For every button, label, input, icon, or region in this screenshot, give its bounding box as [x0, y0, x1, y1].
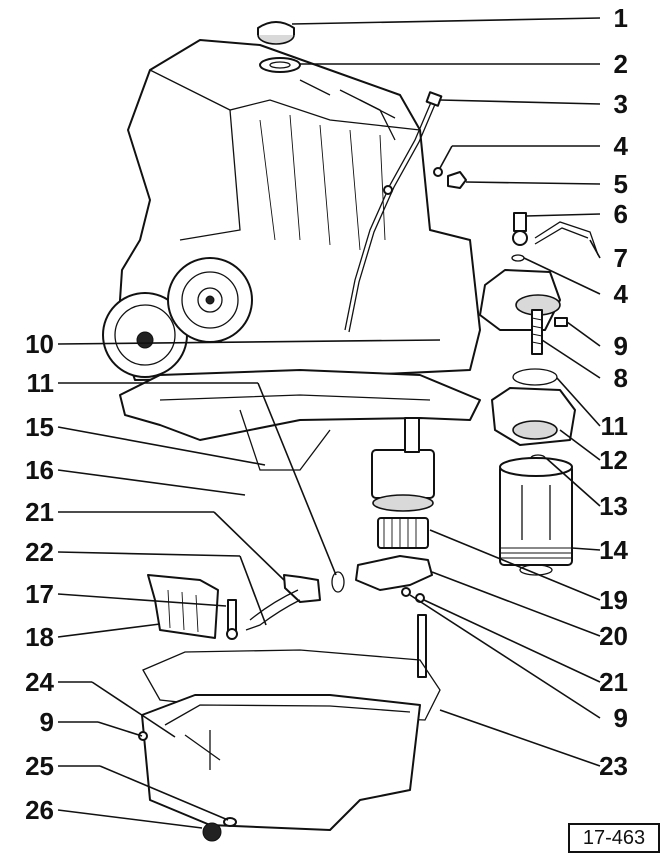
callout-15: 15 [25, 412, 54, 442]
callout-19: 19 [599, 585, 628, 615]
callout-13: 13 [599, 491, 628, 521]
callout-22: 22 [25, 537, 54, 567]
baffle [147, 574, 219, 639]
callout-23: 23 [599, 751, 628, 781]
callout-9: 9 [40, 707, 54, 737]
crank-pulleys [102, 257, 253, 378]
callout-21: 21 [25, 497, 54, 527]
dipstick [344, 91, 443, 333]
callout-8: 8 [614, 363, 628, 393]
callout-4b: 4 [614, 279, 629, 309]
callout-4: 4 [614, 131, 629, 161]
callout-6: 6 [614, 199, 628, 229]
callout-10: 10 [25, 329, 54, 359]
callout-9b: 9 [614, 331, 628, 361]
pickup-pipe [226, 571, 427, 678]
callouts-right: 1 2 3 4 5 6 7 4 9 8 11 12 13 14 19 20 21… [599, 3, 628, 781]
oil-filter [499, 457, 573, 576]
callout-12: 12 [599, 445, 628, 475]
callout-7: 7 [614, 243, 628, 273]
callout-11: 11 [27, 368, 55, 398]
callout-3: 3 [614, 89, 628, 119]
block-lower-rail [119, 369, 481, 471]
callout-17: 17 [25, 579, 54, 609]
callout-25: 25 [25, 751, 54, 781]
callouts-left: 10 11 15 16 21 22 17 18 24 9 25 26 [25, 329, 54, 825]
callout-5: 5 [614, 169, 628, 199]
filler-cap [257, 21, 301, 73]
callout-20: 20 [599, 621, 628, 651]
figure-reference-label: 17-463 [568, 823, 660, 853]
callout-11b: 11 [601, 411, 629, 441]
callout-16: 16 [25, 455, 54, 485]
callout-9c: 9 [614, 703, 628, 733]
oil-filter-bracket [479, 269, 576, 462]
callout-1: 1 [614, 3, 628, 33]
callout-21b: 21 [599, 667, 628, 697]
leader-lines [57, 17, 601, 829]
small-fittings [433, 167, 599, 262]
callout-14: 14 [599, 535, 628, 565]
callout-2: 2 [614, 49, 628, 79]
oil-sump [138, 649, 441, 831]
callout-18: 18 [25, 622, 54, 652]
drain-plug [202, 817, 237, 842]
callout-26: 26 [25, 795, 54, 825]
callout-24: 24 [25, 667, 54, 697]
oil-pump [355, 417, 435, 603]
